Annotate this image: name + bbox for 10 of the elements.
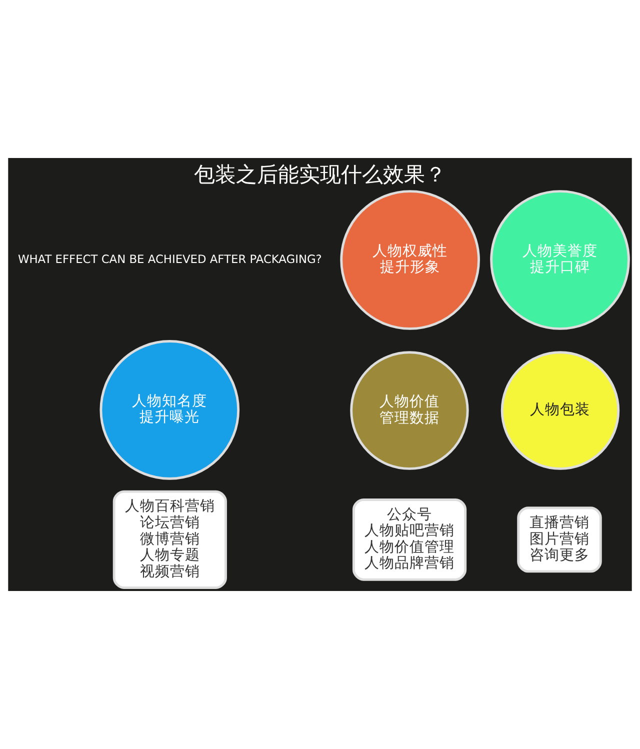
node-box: 人物百科营销 论坛营销 微博营销 人物专题 视频营销 — [112, 490, 227, 589]
node-circle: 人物美誉度提升口碑 — [490, 190, 630, 330]
node-circle: 人物包装 — [500, 351, 620, 470]
node-box: 直播营销 图片营销 咨询更多 — [517, 506, 602, 573]
label: WHAT EFFECT CAN BE ACHIEVED AFTER PACKAGING? — [18, 252, 322, 266]
node-circle: 人物知名度提升曝光 — [100, 340, 240, 480]
node-box: 公众号 人物贴吧营销 人物价值管理 人物品牌营销 — [352, 498, 467, 581]
node-circle: 人物价值管理数据 — [350, 351, 469, 470]
node-circle: 人物权威性提升形象 — [340, 190, 480, 330]
diagram-title: 包装之后能实现什么效果？ — [194, 161, 446, 186]
